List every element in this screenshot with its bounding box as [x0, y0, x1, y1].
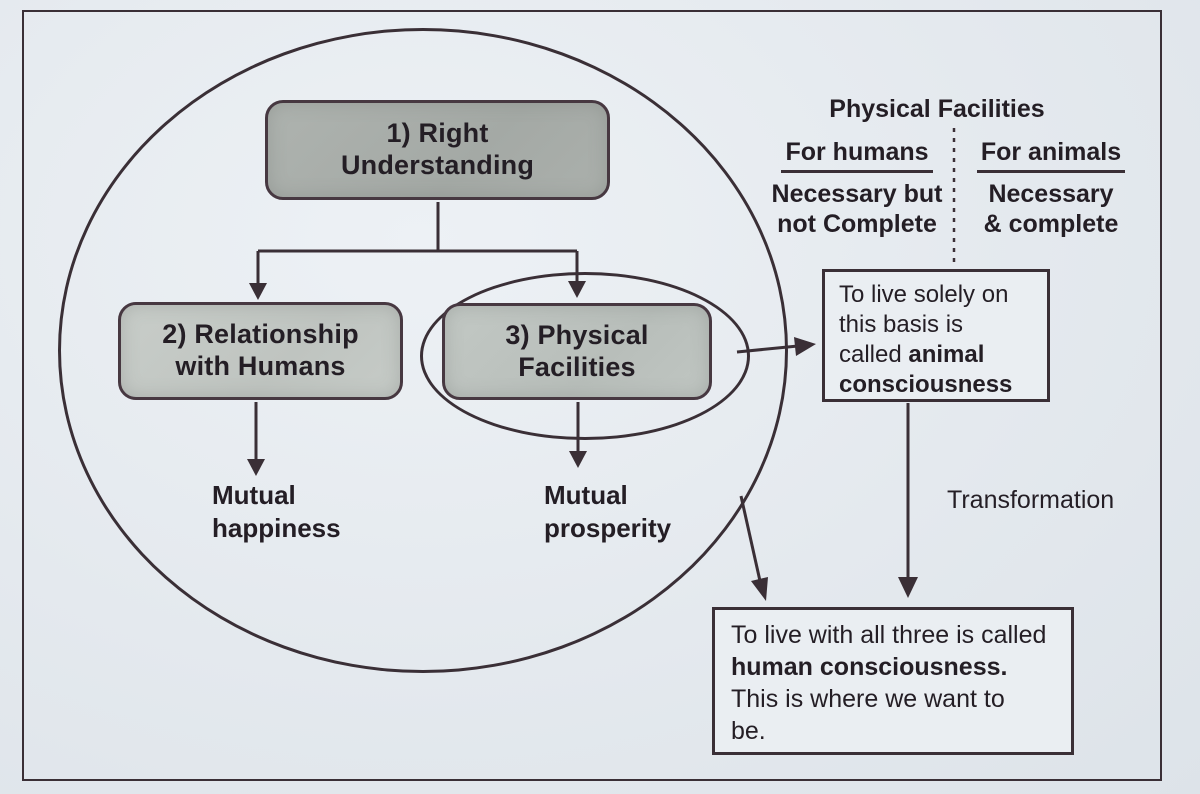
physical-facilities-title: Physical Facilities [829, 95, 1045, 123]
for-humans-header: For humans [781, 138, 933, 173]
for-animals-column: For animals Necessary& complete [966, 138, 1136, 239]
physical-facilities-ellipse [420, 272, 750, 440]
for-animals-header: For animals [976, 138, 1126, 173]
for-animals-note: Necessary& complete [983, 180, 1119, 238]
diagram-frame [22, 10, 1162, 781]
transformation-label: Transformation [947, 486, 1115, 514]
